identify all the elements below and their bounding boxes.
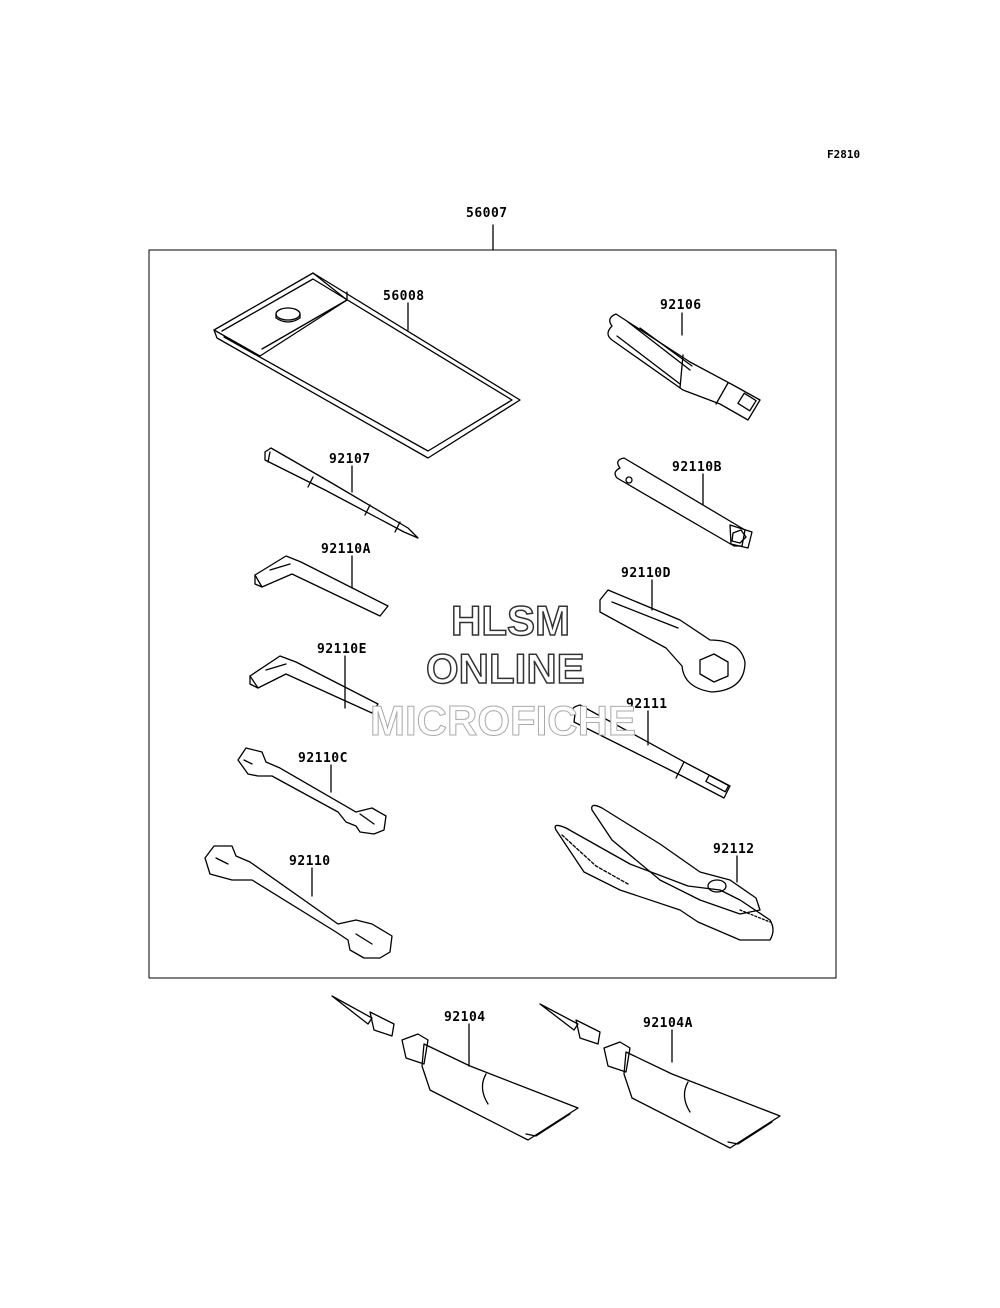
label-extension-bar[interactable]: 92111 bbox=[626, 697, 668, 712]
watermark-line1: HLSM bbox=[450, 597, 571, 644]
screwdriver-bit-drawing bbox=[264, 447, 419, 539]
figure-code: F2810 bbox=[827, 148, 861, 161]
wrench-drawing bbox=[204, 845, 393, 959]
label-ring-wrench-d[interactable]: 92110D bbox=[621, 566, 671, 581]
grease-tube-a-drawing bbox=[539, 1003, 781, 1149]
label-hex-key-e[interactable]: 92110E bbox=[317, 642, 367, 657]
label-grease-tube[interactable]: 92104 bbox=[444, 1010, 486, 1025]
hex-key-a-drawing bbox=[254, 555, 389, 617]
label-screwdriver-bit[interactable]: 92107 bbox=[329, 452, 371, 467]
label-wrench-c[interactable]: 92110C bbox=[298, 751, 348, 766]
ring-wrench-d-drawing bbox=[599, 589, 746, 693]
label-hex-key-a[interactable]: 92110A bbox=[321, 542, 371, 557]
grease-tube-drawing bbox=[331, 995, 579, 1141]
label-screwdriver-handle[interactable]: 92106 bbox=[660, 298, 702, 313]
watermark-line2: ONLINE bbox=[425, 645, 585, 692]
label-grease-tube-a[interactable]: 92104A bbox=[643, 1016, 693, 1031]
label-tool-kit[interactable]: 56007 bbox=[466, 206, 508, 221]
pliers-drawing bbox=[554, 804, 774, 941]
label-tool-bag[interactable]: 56008 bbox=[383, 289, 425, 304]
tool-bag-drawing bbox=[213, 272, 521, 459]
label-pliers[interactable]: 92112 bbox=[713, 842, 755, 857]
wrench-c-drawing bbox=[237, 747, 387, 835]
label-box-wrench-b[interactable]: 92110B bbox=[672, 460, 722, 475]
extension-bar-drawing bbox=[571, 704, 731, 799]
box-wrench-b-drawing bbox=[614, 457, 753, 549]
label-wrench[interactable]: 92110 bbox=[289, 854, 331, 869]
watermark-line3: MICROFICHE bbox=[370, 697, 637, 744]
screwdriver-handle-drawing bbox=[607, 313, 761, 421]
hex-key-e-drawing bbox=[249, 655, 379, 714]
